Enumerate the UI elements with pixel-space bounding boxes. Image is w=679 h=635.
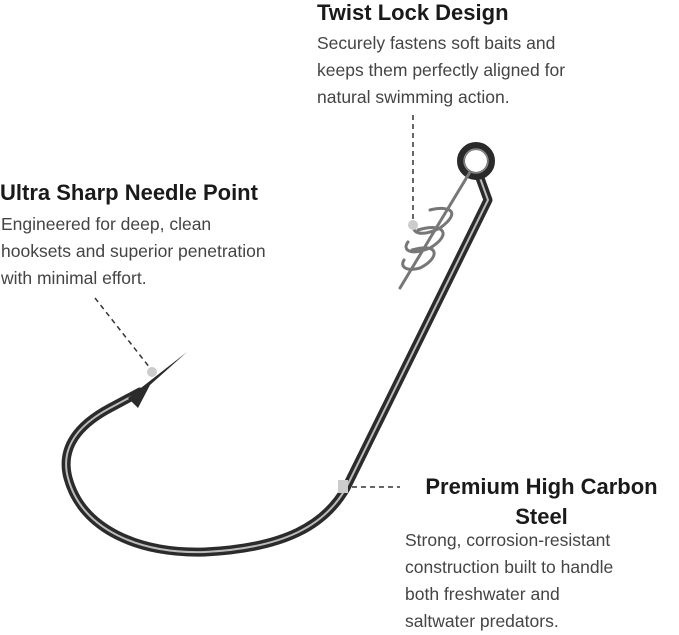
text-line: Engineered for deep, clean	[1, 214, 212, 234]
callout-leaders	[94, 115, 414, 488]
needle-point-title: Ultra Sharp Needle Point	[0, 180, 258, 205]
text-line: Securely fastens soft baits and	[317, 33, 556, 53]
twist-lock-spring	[398, 170, 472, 290]
callout-marker	[338, 480, 348, 493]
carbon-steel-title: Premium High Carbon Steel	[404, 472, 679, 532]
callout-marker	[408, 220, 418, 230]
text-line: construction built to handle	[405, 557, 614, 577]
text-line: Strong, corrosion-resistant	[405, 530, 611, 550]
text-line: hooksets and superior penetration	[1, 241, 266, 261]
text-line: natural swimming action.	[317, 87, 510, 107]
text-line: saltwater predators.	[405, 611, 559, 631]
text-line: Premium High Carbon	[425, 474, 658, 499]
text-line: both freshwater and	[405, 584, 560, 604]
hook-eye	[457, 142, 495, 180]
text-line: Steel	[515, 504, 568, 529]
twist-lock-title: Twist Lock Design	[317, 0, 509, 25]
text-line: keeps them perfectly aligned for	[317, 60, 566, 80]
twist-lock-description: Securely fastens soft baits and keeps th…	[317, 30, 565, 111]
carbon-steel-description: Strong, corrosion-resistant construction…	[405, 527, 613, 635]
hook-body	[61, 173, 493, 557]
text-line: with minimal effort.	[1, 268, 147, 288]
needle-point-description: Engineered for deep, clean hooksets and …	[1, 211, 266, 292]
callout-marker	[147, 367, 157, 377]
